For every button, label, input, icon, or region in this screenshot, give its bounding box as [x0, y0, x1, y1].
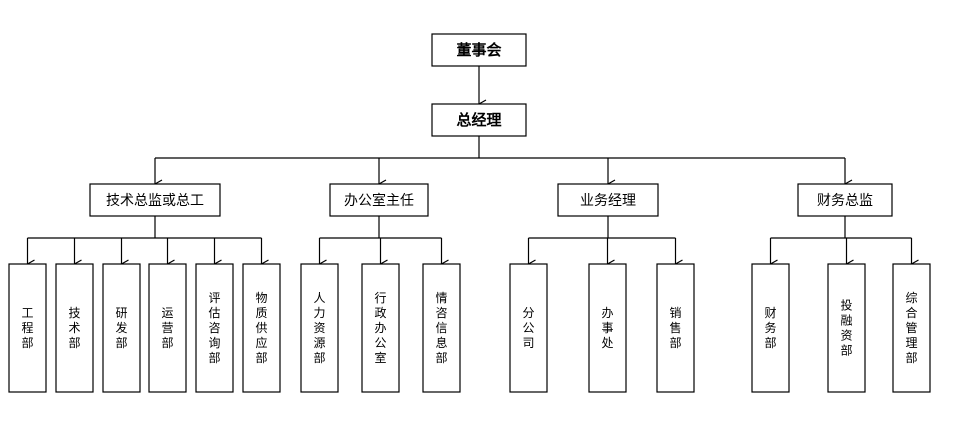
dept-label-info: 情咨信息部 — [435, 291, 447, 365]
dept-node-agency: 办事处 — [588, 263, 627, 393]
dept-label-branch: 分公司 — [522, 306, 534, 350]
manager-label-tech: 技术总监或总工 — [106, 193, 204, 209]
dept-label-finance: 财务部 — [764, 306, 776, 350]
dept-node-general-admin: 综合管理部 — [892, 263, 931, 393]
dept-node-finance: 财务部 — [751, 263, 790, 393]
manager-label-finance: 财务总监 — [817, 193, 873, 209]
manager-node-tech: 技术总监或总工 — [89, 183, 221, 217]
gm-label: 总经理 — [456, 111, 501, 129]
dept-label-consulting: 评估咨询部 — [208, 291, 220, 365]
gm-node: 总经理 — [431, 103, 527, 137]
dept-label-operations: 运营部 — [161, 306, 173, 350]
dept-node-rnd: 研发部 — [102, 263, 141, 393]
dept-node-operations: 运营部 — [148, 263, 187, 393]
dept-node-investment: 投融资部 — [827, 263, 866, 393]
manager-label-office: 办公室主任 — [344, 192, 414, 209]
manager-node-business: 业务经理 — [557, 183, 659, 217]
dept-node-admin-office: 行政办公室 — [361, 263, 400, 393]
dept-label-admin-office: 行政办公室 — [374, 291, 386, 365]
dept-label-engineering: 工程部 — [21, 306, 33, 350]
dept-node-supply: 物质供应部 — [242, 263, 281, 393]
board-label: 董事会 — [456, 41, 501, 59]
dept-label-agency: 办事处 — [601, 305, 613, 350]
dept-node-technology: 技术部 — [55, 263, 94, 393]
dept-node-engineering: 工程部 — [8, 263, 47, 393]
dept-node-consulting: 评估咨询部 — [195, 263, 234, 393]
dept-node-branch: 分公司 — [509, 263, 548, 393]
dept-label-general-admin: 综合管理部 — [905, 291, 917, 365]
board-node: 董事会 — [431, 33, 527, 67]
manager-label-business: 业务经理 — [580, 193, 636, 209]
dept-node-sales: 销售部 — [656, 263, 695, 393]
dept-label-sales: 销售部 — [669, 306, 681, 350]
dept-label-technology: 技术部 — [68, 306, 80, 350]
manager-node-office: 办公室主任 — [329, 183, 429, 217]
dept-label-rnd: 研发部 — [115, 306, 127, 350]
dept-label-supply: 物质供应部 — [255, 291, 267, 365]
dept-node-info: 情咨信息部 — [422, 263, 461, 393]
manager-node-finance: 财务总监 — [797, 183, 893, 217]
connectors — [26, 66, 919, 269]
dept-label-investment: 投融资部 — [840, 298, 852, 358]
dept-node-hr: 人力资源部 — [300, 263, 339, 393]
dept-label-hr: 人力资源部 — [313, 291, 325, 365]
